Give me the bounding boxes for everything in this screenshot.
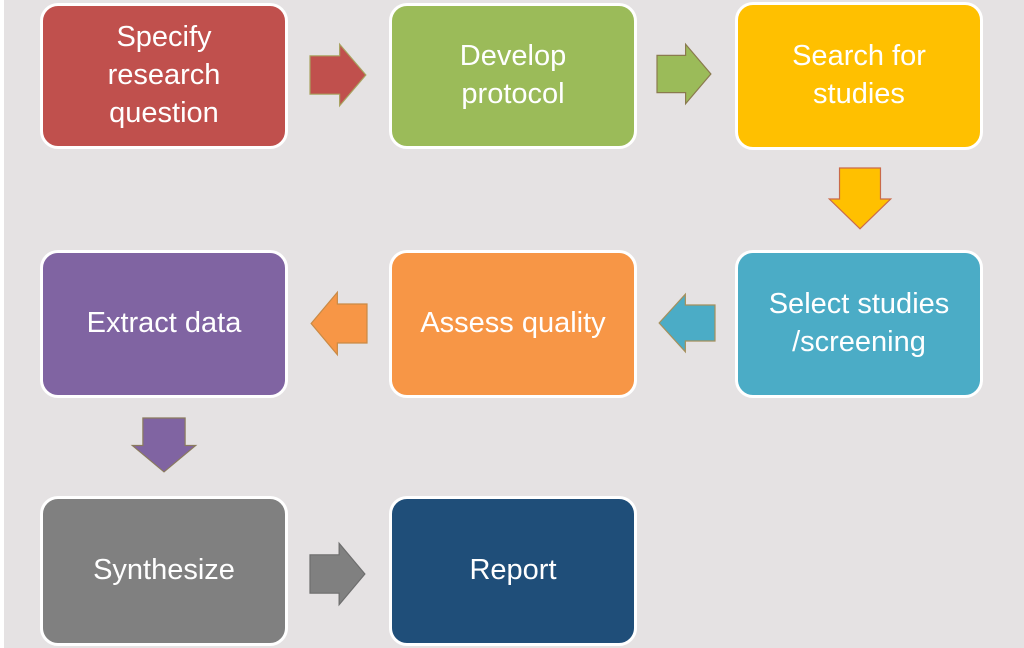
arrow-right-develop-to-search-icon (657, 43, 712, 105)
flow-step-label: Extract data (86, 307, 242, 340)
left-edge-strip (0, 0, 4, 648)
flow-step-specify-research-question: Specify research question (40, 3, 288, 149)
arrow-down-extract-to-synthesize-icon (131, 418, 197, 473)
flow-step-report: Report (389, 496, 637, 646)
flow-step-extract-data: Extract data (40, 250, 288, 398)
flow-step-search-for-studies: Search for studies (735, 2, 983, 150)
arrow-left-select-to-assess-icon (658, 293, 715, 353)
flow-step-label: Assess quality (420, 307, 606, 340)
arrow-left-assess-to-extract-icon (310, 291, 367, 356)
flow-step-select-studies-screening: Select studies /screening (735, 250, 983, 398)
arrow-right-synthesize-to-report-icon (310, 542, 366, 606)
flow-step-label: Search for studies (792, 40, 926, 110)
flow-step-synthesize: Synthesize (40, 496, 288, 646)
flow-step-assess-quality: Assess quality (389, 250, 637, 398)
flow-step-label: Specify research question (107, 21, 221, 129)
arrow-right-specify-to-develop-icon (310, 43, 367, 107)
flow-step-label: Synthesize (93, 554, 235, 587)
flow-step-label: Select studies /screening (768, 288, 950, 358)
flow-step-develop-protocol: Develop protocol (389, 3, 637, 149)
arrow-down-search-to-select-icon (828, 168, 892, 230)
flow-step-label: Develop protocol (459, 40, 567, 110)
flow-step-label: Report (469, 554, 557, 587)
